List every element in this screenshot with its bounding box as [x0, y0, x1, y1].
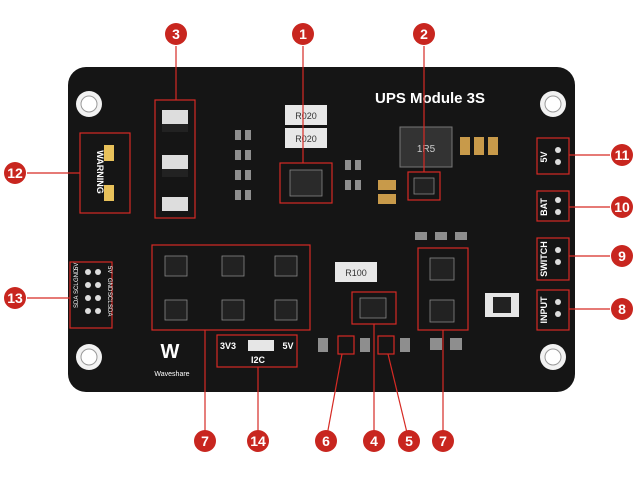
battery-holders: [162, 110, 188, 211]
callouts: 1 2 3 4 5 6 7 7 8 9 10 11 12 13 14: [4, 23, 633, 452]
svg-text:12: 12: [7, 165, 23, 181]
mosfet-group-highlight: [151, 244, 311, 331]
board-title: UPS Module 3S: [375, 90, 485, 107]
callout-badge: 3: [165, 23, 187, 45]
callout-badge: 11: [611, 144, 633, 166]
charge-ic: [289, 169, 323, 197]
protection-ic: [359, 297, 387, 319]
smd-components: [318, 335, 462, 355]
svg-text:SDA: SDA: [74, 296, 80, 308]
inductor: [399, 126, 453, 168]
callout-badge: 1: [292, 23, 314, 45]
i2c-selector-highlight: [216, 334, 298, 368]
svg-text:2: 2: [420, 26, 428, 42]
resistor: [335, 262, 377, 282]
svg-text:9: 9: [618, 248, 626, 264]
svg-text:4: 4: [370, 433, 378, 449]
svg-text:5V: 5V: [74, 263, 80, 270]
header-pin-labels: SDA SCL GND 5V 5V GND SCL SDA: [74, 263, 112, 317]
smd-components: [235, 130, 498, 240]
charge-ic-highlight: [279, 162, 333, 204]
current-sense-resistor: R020 R020: [285, 105, 327, 148]
resistor-label: R100: [345, 268, 367, 278]
header-highlight: [69, 261, 113, 329]
i2c-jumper: [248, 340, 274, 351]
svg-text:11: 11: [615, 147, 630, 163]
callout-lines: [27, 46, 610, 442]
warning-label: WARNING: [95, 150, 105, 194]
svg-text:SDA: SDA: [106, 304, 112, 316]
callout-badge: 6: [315, 430, 337, 452]
waveshare-logo: W: [161, 341, 180, 363]
input-connector-slot: [493, 297, 511, 313]
svg-text:7: 7: [439, 433, 447, 449]
header-pins: [85, 269, 101, 314]
svg-text:GND: GND: [106, 278, 112, 292]
mosfet-chips: [164, 255, 298, 321]
svg-text:5: 5: [405, 433, 413, 449]
mosfet-chips: [429, 257, 455, 323]
callout-badge: 4: [363, 430, 385, 452]
i2c-3v3-label: 3V3: [220, 341, 236, 351]
svg-text:1: 1: [299, 26, 307, 42]
svg-text:7: 7: [201, 433, 209, 449]
callout-badge: 12: [4, 162, 26, 184]
connector-5v-label: 5V: [539, 151, 549, 162]
callout-badge: 9: [611, 245, 633, 267]
callout-badge: 8: [611, 298, 633, 320]
svg-text:SCL: SCL: [106, 292, 112, 304]
svg-text:10: 10: [614, 199, 630, 215]
svg-text:14: 14: [250, 433, 266, 449]
resistor-label: R020: [295, 134, 317, 144]
svg-text:8: 8: [618, 301, 626, 317]
callout-badge: 5: [398, 430, 420, 452]
battery-holder-highlight: [154, 99, 196, 219]
i2c-5v-label: 5V: [282, 341, 293, 351]
svg-text:13: 13: [7, 290, 23, 306]
warning-led: [104, 145, 114, 161]
callout-badge: 10: [611, 196, 633, 218]
svg-text:GND: GND: [74, 268, 80, 282]
callout-badge: 7: [432, 430, 454, 452]
connector-input-label: INPUT: [539, 296, 549, 324]
brand-label: Waveshare: [154, 371, 189, 378]
warning-led: [104, 185, 114, 201]
connector-bat-label: BAT: [539, 198, 549, 216]
svg-text:SCL: SCL: [74, 282, 80, 294]
i2c-label: I2C: [251, 355, 266, 365]
connector-switch-label: SWITCH: [539, 241, 549, 277]
inductor-label: 1R5: [417, 144, 436, 155]
mounting-holes: [76, 91, 566, 370]
callout-badge: 2: [413, 23, 435, 45]
side-connectors: 5V BAT SWITCH INPUT: [536, 137, 570, 331]
callout-badge: 7: [194, 430, 216, 452]
svg-text:3: 3: [172, 26, 180, 42]
resistor-label: R020: [295, 111, 317, 121]
boost-ic: [413, 177, 435, 195]
svg-text:6: 6: [322, 433, 330, 449]
svg-text:5V: 5V: [106, 266, 112, 273]
callout-badge: 14: [247, 430, 269, 452]
callout-badge: 13: [4, 287, 26, 309]
